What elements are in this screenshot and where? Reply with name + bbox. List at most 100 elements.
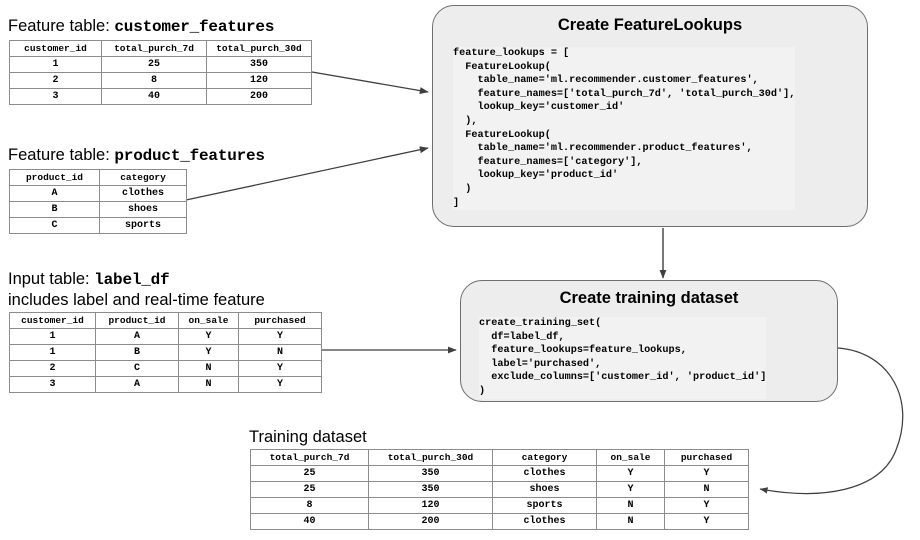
column-header: total_purch_30d: [206, 40, 312, 57]
cell: 8: [250, 497, 369, 514]
cell: 350: [368, 481, 493, 498]
column-header: total_purch_30d: [368, 449, 493, 466]
caption-product-features-name: product_features: [114, 147, 265, 165]
table-header-row: customer_id total_purch_7d total_purch_3…: [9, 40, 312, 57]
cell: A: [95, 376, 179, 393]
column-header: product_id: [95, 312, 179, 329]
cell: N: [664, 481, 749, 498]
table-row: 1 A Y Y: [9, 328, 322, 345]
cell: Y: [664, 497, 749, 514]
column-header: category: [492, 449, 597, 466]
table-header-row: customer_id product_id on_sale purchased: [9, 312, 322, 329]
table-training-dataset: total_purch_7d total_purch_30d category …: [250, 449, 749, 530]
caption-customer-features-name: customer_features: [114, 18, 275, 36]
cell: 25: [250, 481, 369, 498]
box-create-featurelookups-title: Create FeatureLookups: [557, 16, 743, 34]
caption-label-df: Input table: label_df: [8, 269, 170, 290]
table-header-row: product_id category: [9, 169, 187, 186]
cell: sports: [492, 497, 597, 514]
cell: 200: [368, 513, 493, 530]
table-customer-features: customer_id total_purch_7d total_purch_3…: [9, 40, 312, 105]
table-row: 1 25 350: [9, 56, 312, 73]
caption-label-df-name: label_df: [94, 271, 170, 289]
caption-product-features: Feature table: product_features: [8, 145, 265, 166]
cell: clothes: [492, 513, 597, 530]
table-row: 3 A N Y: [9, 376, 322, 393]
table-row: A clothes: [9, 185, 187, 202]
table-row: 2 C N Y: [9, 360, 322, 377]
cell: 1: [9, 328, 96, 345]
cell: Y: [238, 376, 322, 393]
cell: 200: [206, 88, 312, 105]
cell: 25: [101, 56, 207, 73]
column-header: category: [99, 169, 187, 186]
cell: Y: [596, 481, 665, 498]
cell: shoes: [492, 481, 597, 498]
cell: 120: [368, 497, 493, 514]
cell: C: [95, 360, 179, 377]
table-header-row: total_purch_7d total_purch_30d category …: [250, 449, 749, 466]
caption-training-dataset: Training dataset: [249, 428, 367, 446]
box-create-training-dataset-title: Create training dataset: [559, 289, 739, 307]
cell: sports: [99, 217, 187, 234]
column-header: purchased: [238, 312, 322, 329]
cell: Y: [178, 344, 239, 361]
cell: 350: [206, 56, 312, 73]
cell: 350: [368, 465, 493, 482]
code-create-training-set: create_training_set( df=label_df, featur…: [479, 317, 767, 399]
table-row: C sports: [9, 217, 187, 234]
cell: Y: [238, 360, 322, 377]
cell: N: [178, 376, 239, 393]
cell: 8: [101, 72, 207, 89]
table-row: 8 120 sports N Y: [250, 497, 749, 514]
code-featurelookups: feature_lookups = [ FeatureLookup( table…: [453, 47, 796, 211]
table-row: 40 200 clothes N Y: [250, 513, 749, 530]
cell: B: [9, 201, 100, 218]
cell: A: [9, 185, 100, 202]
column-header: on_sale: [178, 312, 239, 329]
cell: N: [596, 497, 665, 514]
caption-label-df-subtitle: includes label and real-time feature: [8, 291, 265, 309]
table-row: B shoes: [9, 201, 187, 218]
cell: 2: [9, 360, 96, 377]
cell: 25: [250, 465, 369, 482]
box-create-featurelookups: Create FeatureLookups feature_lookups = …: [432, 5, 868, 227]
cell: clothes: [99, 185, 187, 202]
caption-product-features-prefix: Feature table:: [8, 146, 115, 164]
table-product-features: product_id category A clothes B shoes C …: [9, 169, 187, 234]
table-row: 3 40 200: [9, 88, 312, 105]
cell: Y: [596, 465, 665, 482]
cell: 3: [9, 88, 102, 105]
table-row: 25 350 clothes Y Y: [250, 465, 749, 482]
cell: N: [178, 360, 239, 377]
table-label-df: customer_id product_id on_sale purchased…: [9, 312, 322, 393]
box-create-training-dataset: Create training dataset create_training_…: [460, 280, 838, 402]
cell: 40: [250, 513, 369, 530]
table-row: 1 B Y N: [9, 344, 322, 361]
table-row: 25 350 shoes Y N: [250, 481, 749, 498]
cell: Y: [664, 465, 749, 482]
column-header: customer_id: [9, 312, 96, 329]
cell: shoes: [99, 201, 187, 218]
column-header: product_id: [9, 169, 100, 186]
cell: 3: [9, 376, 96, 393]
cell: Y: [238, 328, 322, 345]
cell: clothes: [492, 465, 597, 482]
column-header: on_sale: [596, 449, 665, 466]
cell: C: [9, 217, 100, 234]
column-header: total_purch_7d: [250, 449, 369, 466]
caption-label-df-prefix: Input table:: [8, 270, 95, 288]
caption-customer-features: Feature table: customer_features: [8, 16, 274, 37]
column-header: customer_id: [9, 40, 102, 57]
cell: Y: [178, 328, 239, 345]
cell: 1: [9, 344, 96, 361]
cell: 40: [101, 88, 207, 105]
cell: N: [238, 344, 322, 361]
cell: Y: [664, 513, 749, 530]
arrow-customer-features-to-lookups: [311, 71, 429, 95]
cell: A: [95, 328, 179, 345]
cell: N: [596, 513, 665, 530]
table-row: 2 8 120: [9, 72, 312, 89]
cell: 120: [206, 72, 312, 89]
